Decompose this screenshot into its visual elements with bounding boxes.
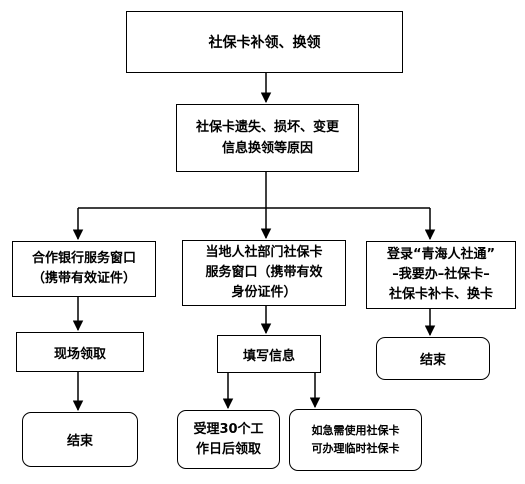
node-text-line: 如急需使用社保卡	[311, 424, 400, 437]
node-text-line: –我要办–社保卡–	[392, 267, 490, 282]
node-text: 结束	[66, 434, 93, 449]
node-reasons: 社保卡遗失、损坏、变更 信息换领等原因	[176, 104, 359, 172]
node-accept-pickup: 受理30个工 作日后领取	[177, 410, 280, 469]
node-text-line: 可办理临时社保卡	[311, 442, 400, 455]
node-text-line: （携带有效证件）	[31, 271, 136, 286]
node-online-app: 登录“青海人社通” –我要办–社保卡– 社保卡补卡、换卡	[366, 241, 516, 309]
node-text: 现场领取	[53, 346, 106, 362]
node-reissue-replacement: 社保卡补领、换领	[126, 11, 403, 73]
node-bank-window: 合作银行服务窗口 （携带有效证件）	[12, 241, 156, 297]
node-onsite-pickup: 现场领取	[16, 332, 144, 372]
node-text-line: 当地人社部门社保卡	[205, 245, 323, 260]
node-end-right: 结束	[376, 337, 490, 380]
node-text: 结束	[419, 353, 446, 368]
node-text-line: 登录“青海人社通”	[386, 247, 496, 262]
node-text-line: 社保卡遗失、损坏、变更	[195, 120, 339, 135]
node-text-line: 信息换领等原因	[221, 141, 313, 156]
node-local-hrss-window: 当地人社部门社保卡 服务窗口（携带有效 身份证件）	[182, 240, 346, 306]
node-text-line: 受理30个工	[193, 421, 264, 437]
node-text: 填写信息	[242, 348, 295, 364]
node-text-line: 合作银行服务窗口	[31, 251, 136, 266]
node-text: 社保卡补领、换领	[208, 35, 321, 51]
node-temporary-card: 如急需使用社保卡 可办理临时社保卡	[289, 409, 422, 471]
node-text-line: 社保卡补卡、换卡	[388, 287, 493, 302]
node-end-left: 结束	[22, 412, 138, 467]
node-fill-info: 填写信息	[217, 335, 321, 373]
node-text-line: 服务窗口（携带有效	[205, 265, 323, 280]
node-text-line: 身份证件）	[231, 285, 297, 300]
node-text-line: 作日后领取	[195, 441, 261, 457]
